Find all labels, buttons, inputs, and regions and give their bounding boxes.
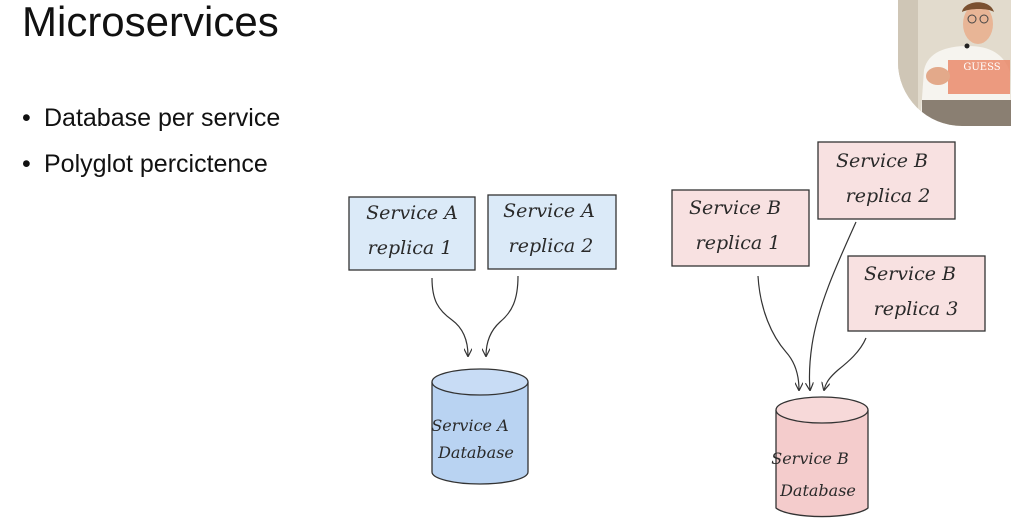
bullet-item: • Polyglot percictence [22, 144, 280, 190]
service-a-replica-2-name: Service A [503, 200, 595, 222]
service-a-replica-2-label: replica 2 [509, 235, 594, 257]
bullet-dot: • [22, 150, 31, 178]
service-a-db-name: Service A [431, 416, 508, 435]
bullet-list: • Database per service • Polyglot percicte… [22, 98, 280, 190]
service-a-replica-1-label: replica 1 [368, 237, 453, 259]
service-b-replica-3-label: replica 3 [874, 298, 959, 320]
bullet-item: • Database per service [22, 98, 280, 144]
bullet-dot: • [22, 104, 31, 132]
presenter-head [963, 4, 993, 44]
service-a-replica-1-box: Service A replica 1 [348, 196, 476, 271]
arrow-b3-to-db [824, 337, 867, 390]
service-b-replica-3-name: Service B [864, 263, 956, 285]
webcam-overlay: GUESS [898, 0, 1011, 126]
bullet-text: Polyglot percictence [44, 150, 268, 178]
service-b-db-name: Service B [771, 449, 849, 468]
arrow-a1-to-db [431, 277, 468, 356]
service-a-replica-2-box: Service A replica 2 [487, 194, 617, 270]
arrow-a2-to-db [486, 275, 519, 356]
service-b-replica-1-box: Service B replica 1 [671, 189, 810, 267]
bullet-text: Database per service [44, 104, 281, 132]
service-b-replica-2-box: Service B replica 2 [817, 141, 956, 220]
shirt-logo-text: GUESS [963, 62, 1000, 73]
arrow-b2-to-db [809, 221, 857, 390]
service-b-replica-3-box: Service B replica 3 [847, 255, 986, 332]
arrow-b1-to-db [757, 275, 799, 390]
service-b-db-label: Database [779, 481, 856, 500]
service-b-database: Service B Database [771, 396, 869, 518]
presenter-video: GUESS [898, 0, 1011, 126]
service-b-replica-1-label: replica 1 [696, 232, 781, 254]
service-b-replica-2-label: replica 2 [846, 185, 931, 207]
service-b-replica-2-name: Service B [836, 150, 928, 172]
slide-title: Microservices [22, 0, 279, 45]
service-a-db-label: Database [437, 443, 514, 462]
presenter-hand [926, 67, 950, 85]
service-a-database: Service A Database [431, 368, 529, 485]
service-a-replica-1-name: Service A [366, 202, 458, 224]
service-b-replica-1-name: Service B [689, 197, 781, 219]
